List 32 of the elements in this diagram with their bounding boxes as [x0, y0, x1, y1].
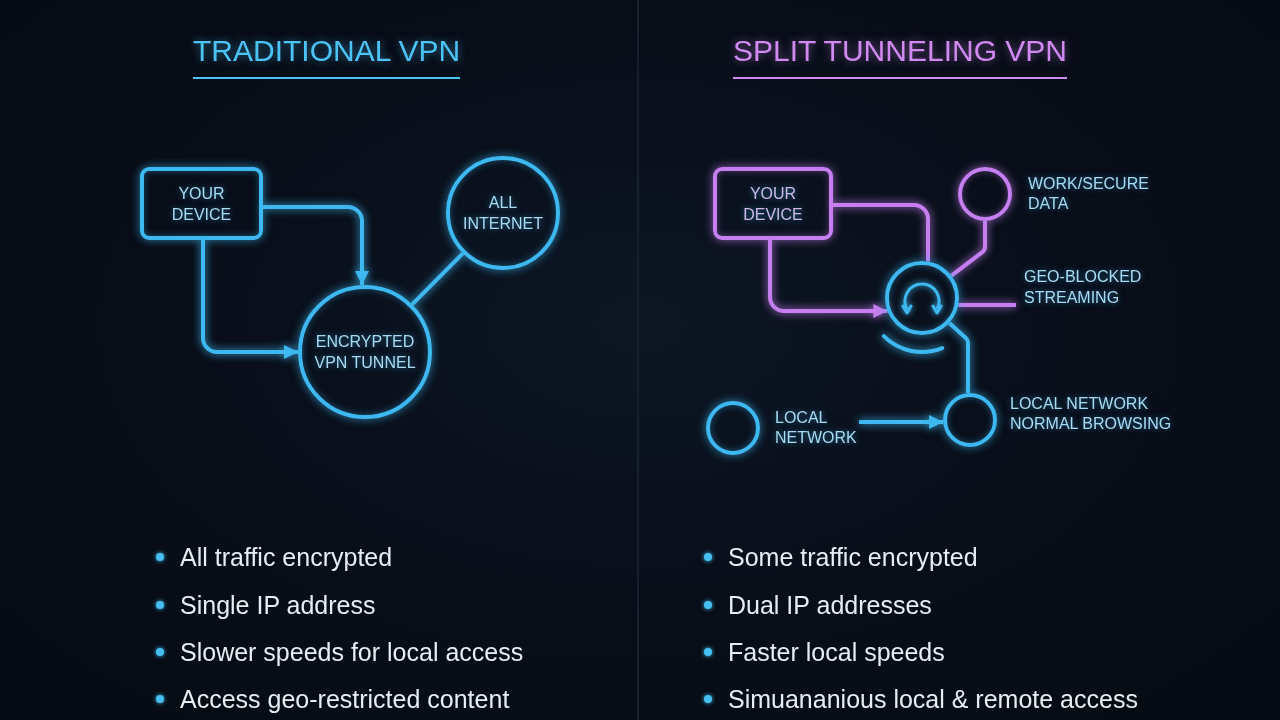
process-box — [713, 167, 833, 240]
bullet-text: Dual IP addresses — [728, 590, 932, 620]
section-heading: SPLIT TUNNELING VPN — [733, 33, 1067, 79]
bullet-text: Faster local speeds — [728, 637, 945, 667]
node-text: YOUR DEVICE — [742, 183, 804, 225]
node-label: GEO-BLOCKED STREAMING — [1016, 265, 1152, 309]
connector-line — [950, 221, 987, 278]
section-heading: TRADITIONAL VPN — [193, 33, 461, 79]
circle-node — [446, 156, 560, 270]
arrow — [768, 240, 888, 318]
hub-circle — [885, 261, 959, 335]
circle-node — [298, 285, 432, 419]
node-caption: LOCAL NETWORK — [775, 408, 858, 448]
bullet-text: All traffic encrypted — [180, 542, 393, 572]
bullet-text: Single IP address — [180, 590, 376, 620]
arrow — [859, 415, 944, 429]
bullet-text: Access geo-restricted content — [180, 684, 510, 714]
node-caption: LOCAL NETWORK NORMAL BROWSING — [1010, 394, 1173, 434]
bullet-text: Simuananious local & remote access — [728, 684, 1138, 714]
bullet-text: Some traffic encrypted — [728, 542, 978, 572]
arrow — [201, 240, 298, 359]
node-caption: WORK/SECURE DATA — [1028, 174, 1150, 214]
connector-line — [833, 203, 930, 262]
connector-line — [410, 252, 465, 306]
arrow — [263, 205, 369, 286]
node-text: ALL INTERNET — [462, 193, 544, 234]
node-text: ENCRYPTED VPN TUNNEL — [313, 332, 417, 373]
connector-line — [958, 303, 1016, 307]
node-text: YOUR DEVICE — [171, 183, 232, 225]
connector-line — [947, 321, 970, 394]
process-box — [140, 167, 263, 240]
bullet-text: Slower speeds for local access — [180, 637, 524, 667]
